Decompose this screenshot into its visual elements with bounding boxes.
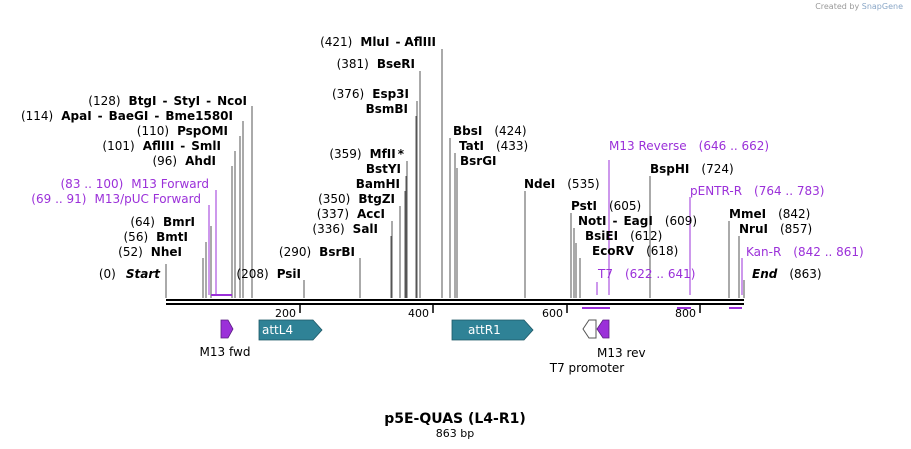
credit: Created by SnapGene — [815, 2, 903, 11]
credit-brand: SnapGene — [861, 2, 903, 11]
site-afliii-smli: (101)AflIII-SmlI — [102, 139, 221, 153]
site-bamhi: BamHI — [356, 177, 400, 191]
m13-fwd-label: M13 fwd — [200, 345, 251, 359]
site-bstyi: BstYI — [366, 162, 401, 176]
site-psti: PstI(605) — [571, 199, 641, 213]
site-ahdi: (96)AhdI — [152, 154, 216, 168]
primer-t7: T7(622 .. 641) — [597, 267, 695, 281]
attr1-arrow — [451, 319, 534, 341]
primer-pentr-r: pENTR-R(764 .. 783) — [690, 184, 824, 198]
site-nhei: (52)NheI — [118, 245, 182, 259]
attr1-label: attR1 — [468, 323, 501, 337]
ruler: 200 400 600 800 — [275, 305, 701, 320]
site-mmei: MmeI(842) — [729, 207, 810, 221]
site-mfli: (359)MfII* — [329, 147, 404, 161]
map-title: p5E-QUAS (L4-R1) — [384, 411, 526, 427]
site-nrui: NruI(857) — [739, 222, 812, 236]
site-mlui-afliii: (421)MluI-AflIII — [320, 35, 436, 49]
m13-rev-arrow — [596, 319, 610, 339]
site-bseri: (381)BseRI — [337, 57, 415, 71]
ruler-label-200: 200 — [275, 307, 296, 320]
primer-marks — [208, 160, 743, 295]
site-bsiei: BsiEI(612) — [585, 229, 662, 243]
site-pspomi: (110)PspOMI — [137, 124, 228, 138]
site-bsrbi: (290)BsrBI — [279, 245, 355, 259]
attl4-arrow — [258, 319, 323, 341]
primer-m13puc-forward: (69 .. 91)M13/pUC Forward — [31, 192, 201, 206]
primer-m13-reverse: M13 Reverse(646 .. 662) — [609, 139, 769, 153]
t7-promoter-arrow — [582, 319, 597, 339]
site-apai: (114)ApaI-BaeGI-Bme1580I — [21, 109, 233, 123]
m13-rev-label: M13 rev — [597, 346, 646, 360]
site-acci: (337)AccI — [317, 207, 385, 221]
site-leader-lines — [165, 49, 745, 298]
primer-kan-r: Kan-R(842 .. 861) — [746, 245, 864, 259]
primer-binding-bars — [211, 294, 742, 309]
map-subtitle: 863 bp — [436, 427, 474, 440]
backbone — [166, 299, 744, 305]
t7-promoter-label: T7 promoter — [549, 361, 625, 375]
credit-prefix: Created by — [815, 2, 860, 11]
m13-fwd-arrow — [220, 319, 234, 339]
site-esp3i: (376)Esp3I — [332, 87, 409, 101]
site-bbsi: BbsI(424) — [453, 124, 527, 138]
primer-m13-forward: (83 .. 100)M13 Forward — [61, 177, 210, 191]
site-labels: (0)Start (52)NheI (56)BmtI (64)BmrI (96)… — [21, 35, 822, 281]
site-bmri: (64)BmrI — [130, 215, 195, 229]
site-bsrgi: BsrGI — [460, 154, 497, 168]
site-ndei: NdeI(535) — [524, 177, 600, 191]
site-psii: (208)PsiI — [236, 267, 301, 281]
site-bsmbi: BsmBI — [366, 102, 408, 116]
features: M13 fwd attL4 attR1 T7 promoter M13 rev — [200, 319, 646, 375]
primer-labels: (83 .. 100)M13 Forward (69 .. 91)M13/pUC… — [31, 139, 863, 281]
site-bsphi: BspHI(724) — [650, 162, 734, 176]
ruler-label-800: 800 — [675, 307, 696, 320]
site-sali: (336)SalI — [312, 222, 378, 236]
site-btgi: (128)BtgI-StyI-NcoI — [88, 94, 247, 108]
site-bmti: (56)BmtI — [124, 230, 189, 244]
site-ecorv: EcoRV(618) — [592, 244, 678, 258]
site-end: End(863) — [752, 267, 822, 281]
attl4-label: attL4 — [262, 323, 293, 337]
site-tati: TatI(433) — [459, 139, 528, 153]
site-start: (0)Start — [99, 267, 161, 281]
site-noti-eagi: NotI-EagI(609) — [578, 214, 697, 228]
ruler-label-600: 600 — [542, 307, 563, 320]
site-btgzi: (350)BtgZI — [318, 192, 395, 206]
ruler-label-400: 400 — [408, 307, 429, 320]
